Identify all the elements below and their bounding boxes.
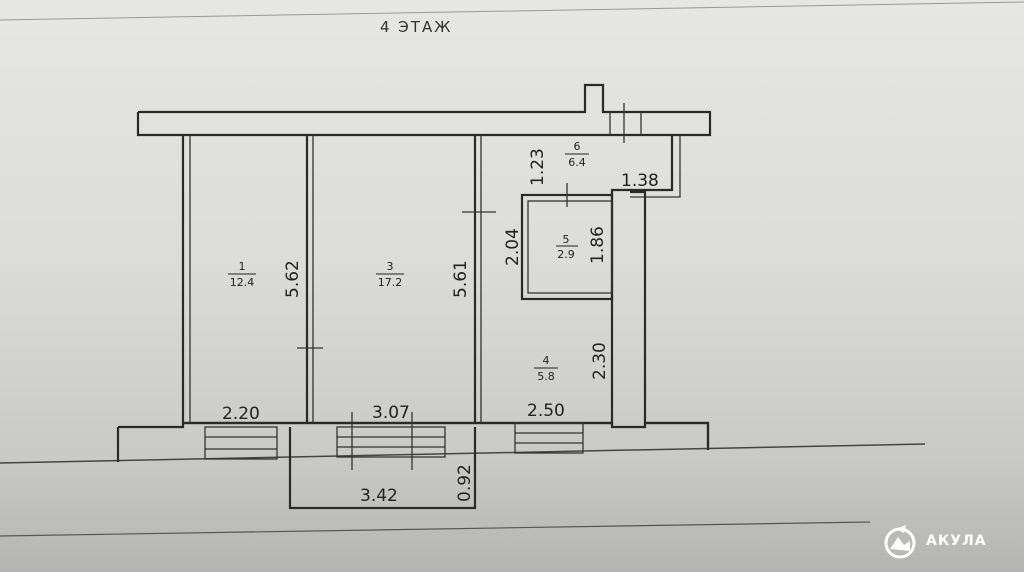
dim-room6-height: 1.23 — [528, 148, 548, 186]
svg-text:5: 5 — [563, 233, 570, 246]
base-line — [0, 443, 926, 464]
svg-text:12.4: 12.4 — [230, 276, 255, 289]
dim-balcony-width: 3.42 — [360, 486, 398, 506]
dim-balcony-depth: 0.92 — [455, 464, 475, 502]
top-wall — [136, 83, 712, 143]
svg-text:2.9: 2.9 — [557, 248, 575, 261]
floor-title: 4 ЭТАЖ — [380, 18, 452, 36]
walls — [116, 135, 710, 510]
room-5-label: 5 2.9 — [556, 233, 578, 261]
dim-room1-width: 2.20 — [222, 404, 260, 424]
shark-logo-icon — [884, 525, 916, 559]
page-line — [0, 521, 871, 537]
room-3-label: 3 17.2 — [376, 260, 404, 289]
dim-room5-inner: 1.86 — [588, 226, 608, 264]
svg-text:6.4: 6.4 — [568, 156, 586, 169]
dim-room3-width: 3.07 — [372, 403, 410, 423]
svg-text:3: 3 — [387, 260, 394, 273]
dim-room4-height: 2.30 — [590, 342, 610, 380]
dim-room4-width: 2.50 — [527, 401, 565, 421]
page-edge — [0, 1, 1024, 21]
room-1-label: 1 12.4 — [228, 260, 256, 289]
svg-text:6: 6 — [574, 140, 581, 153]
dim-room1-height: 5.62 — [283, 260, 303, 298]
room-6-label: 6 6.4 — [565, 140, 589, 169]
svg-text:17.2: 17.2 — [378, 276, 403, 289]
svg-text:5.8: 5.8 — [537, 370, 555, 383]
svg-text:1: 1 — [239, 260, 246, 273]
svg-text:4: 4 — [543, 354, 550, 367]
dim-room3-height: 5.61 — [451, 260, 471, 298]
room-4-label: 4 5.8 — [534, 354, 558, 383]
dim-room6-width: 1.38 — [621, 171, 659, 191]
dim-room5-outer: 2.04 — [503, 228, 523, 266]
watermark-brand: АКУЛА — [926, 533, 987, 549]
watermark: АКУЛА — [882, 523, 987, 559]
